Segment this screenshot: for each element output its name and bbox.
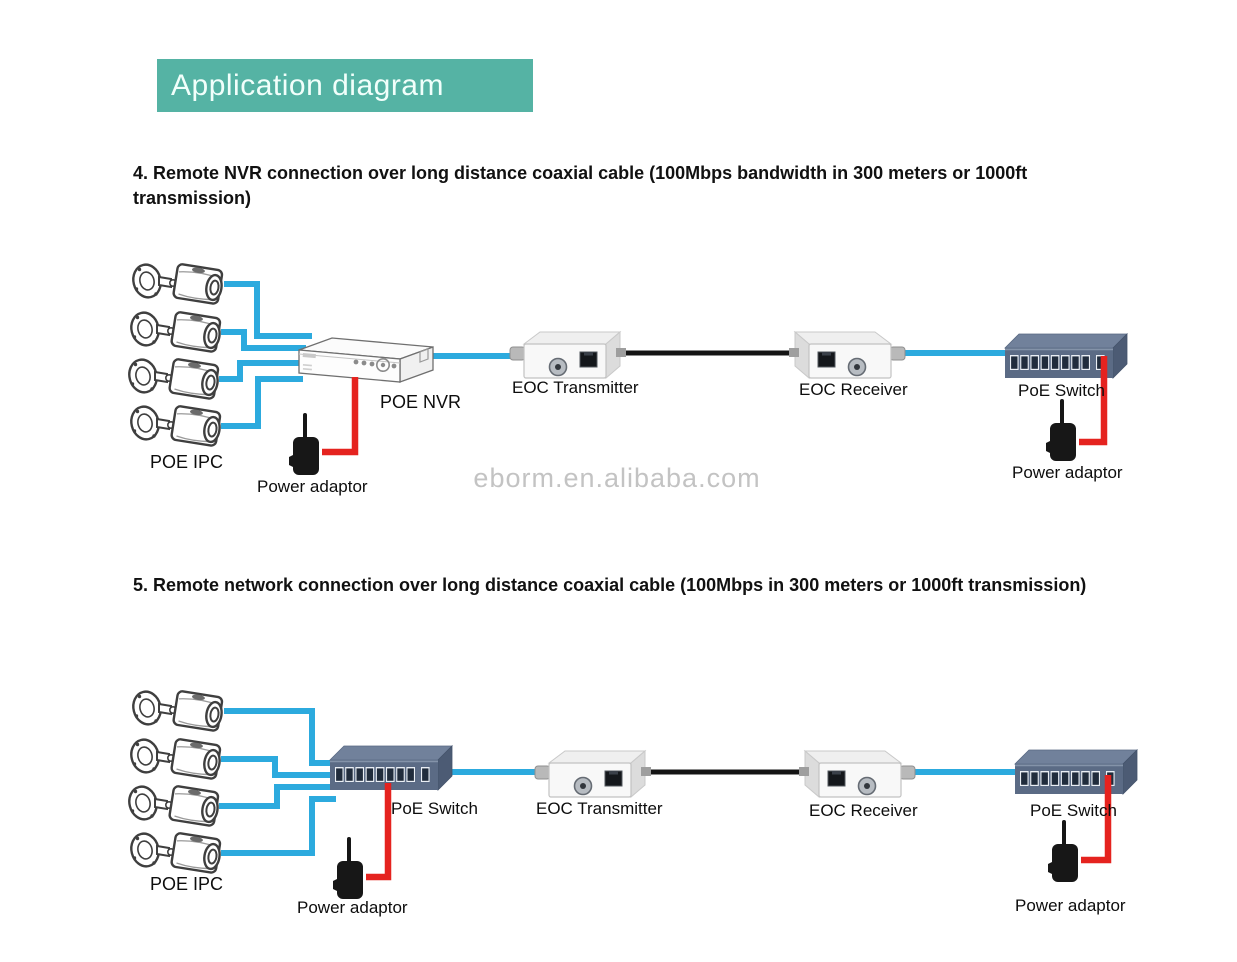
label-eoc-transmitter: EOC Transmitter: [536, 799, 663, 818]
label-eoc-transmitter: EOC Transmitter: [512, 378, 639, 397]
power-adaptor-device: [1048, 820, 1078, 882]
power-adaptor-device: [333, 837, 363, 899]
ip-camera: [126, 402, 224, 448]
ip-camera: [128, 687, 226, 733]
ip-camera: [126, 308, 224, 354]
camera2-cable: [221, 756, 338, 778]
label-poe-switch: PoE Switch: [1030, 801, 1117, 820]
camera4-cable: [221, 376, 303, 429]
label-eoc-receiver: EOC Receiver: [799, 380, 908, 399]
label-eoc-receiver: EOC Receiver: [809, 801, 918, 820]
ip-camera: [126, 829, 224, 875]
poe-switch-device: [1014, 749, 1138, 795]
ip-camera: [126, 735, 224, 781]
ip-camera: [124, 782, 222, 828]
label-power-adaptor: Power adaptor: [257, 477, 368, 496]
label-poe-switch: PoE Switch: [391, 799, 478, 818]
switch-power-cable: [366, 783, 392, 881]
camera4-cable: [221, 796, 336, 856]
camera2-cable: [221, 329, 306, 351]
title-banner: Application diagram: [157, 59, 533, 112]
label-power-adaptor: Power adaptor: [1015, 896, 1126, 915]
poe-switch-device: [1004, 333, 1128, 379]
ip-camera: [128, 260, 226, 306]
section5-network-cables: [219, 708, 1022, 856]
section5-cameras: [124, 687, 226, 875]
eoc-receiver-device: [788, 331, 906, 379]
eoc-receiver-device: [798, 750, 916, 798]
label-power-adaptor: Power adaptor: [297, 898, 408, 917]
camera3-cable: [219, 784, 338, 809]
camera3-cable: [219, 360, 303, 382]
section5-heading: 5. Remote network connection over long d…: [133, 575, 1087, 595]
nvr-power-cable: [322, 377, 359, 456]
eoc-transmitter-device: [509, 331, 627, 379]
label-poe-ipc: POE IPC: [150, 452, 224, 472]
camera1-cable: [224, 281, 312, 339]
power-adaptor-device: [1046, 399, 1076, 461]
section4-heading: 4. Remote NVR connection over long dista…: [133, 163, 1028, 208]
section4-cameras: [124, 260, 226, 448]
eoc-transmitter-device: [534, 750, 652, 798]
poe-nvr-device: [298, 337, 434, 383]
label-power-adaptor: Power adaptor: [1012, 463, 1123, 482]
ip-camera: [124, 355, 222, 401]
label-poe-ipc: POE IPC: [150, 874, 224, 894]
label-poe-switch: PoE Switch: [1018, 381, 1105, 400]
watermark: eborm.en.alibaba.com: [473, 463, 761, 493]
power-adaptor-device: [289, 413, 319, 475]
section4-network-cables: [219, 281, 1012, 429]
label-poe-nvr: POE NVR: [380, 392, 462, 412]
switch-power-cable: [1081, 775, 1112, 864]
camera1-cable: [224, 708, 338, 766]
switch-power-cable: [1079, 356, 1108, 446]
